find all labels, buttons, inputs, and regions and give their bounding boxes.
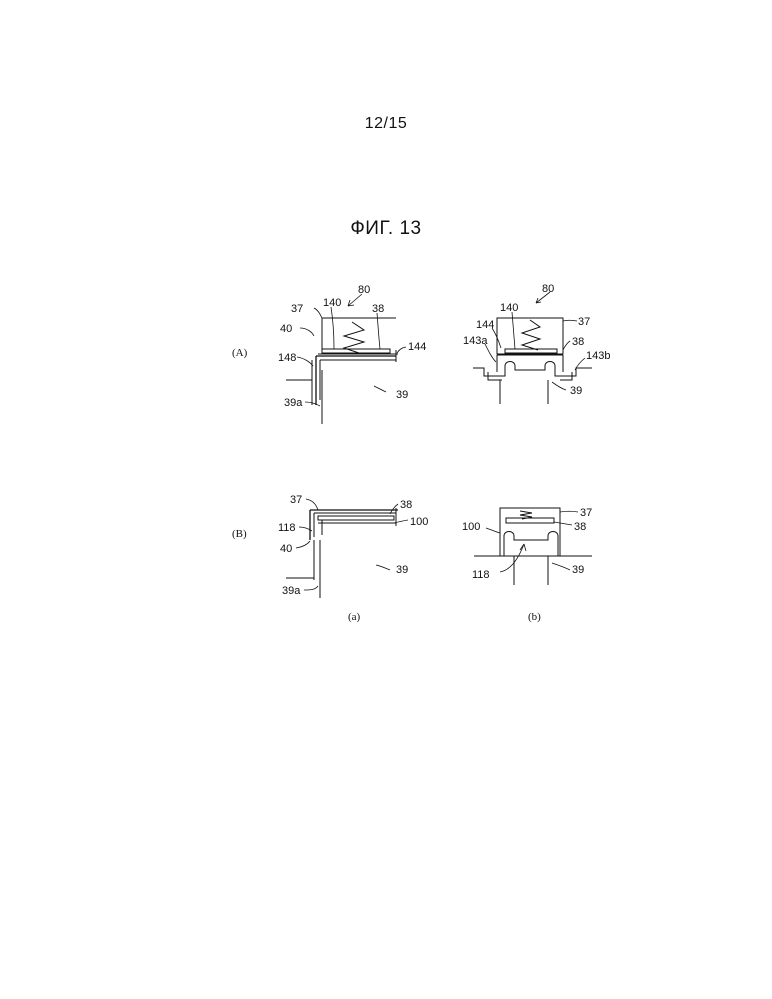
leader-39 (374, 386, 386, 392)
ref-148: 148 (278, 352, 296, 364)
view-a-right: 80 140 37 144 143a 38 143b 39 (463, 283, 610, 404)
view-b-left: 37 38 100 118 40 39 39a (278, 494, 428, 598)
ref-144: 144 (408, 341, 426, 353)
ref-37: 37 (580, 507, 592, 519)
leader-37 (314, 308, 322, 318)
row-label-a: (A) (232, 347, 248, 359)
cover-37 (310, 510, 398, 540)
cover-profile (473, 362, 592, 377)
spring (522, 320, 540, 350)
ref-37: 37 (578, 316, 590, 328)
leader-40 (296, 541, 310, 548)
leader-100 (486, 528, 500, 533)
leader-37 (563, 320, 577, 321)
leader-39 (376, 565, 390, 570)
cover-outer (316, 356, 396, 405)
leader-39a (304, 586, 318, 590)
cover-inner (320, 360, 396, 400)
ref-40: 40 (280, 543, 292, 555)
plate-118 (504, 532, 558, 557)
plate-38 (318, 516, 394, 520)
ref-143b: 143b (586, 350, 610, 362)
leader-148 (297, 357, 313, 366)
ref-38: 38 (574, 521, 586, 533)
leader-40 (300, 328, 314, 336)
cover-inner (314, 513, 396, 537)
row-label-b: (B) (232, 528, 247, 540)
ref-118: 118 (472, 569, 490, 581)
plate-140 (505, 349, 557, 353)
leader-39 (552, 563, 570, 570)
leader-38 (563, 341, 570, 350)
ref-39: 39 (396, 389, 408, 401)
ref-140: 140 (500, 302, 518, 314)
view-b-right: 37 100 38 118 39 (462, 507, 592, 585)
leader-37 (306, 499, 318, 510)
ref-80: 80 (542, 283, 554, 295)
ref-39a: 39a (284, 397, 303, 409)
ref-100: 100 (410, 516, 428, 528)
ref-38: 38 (572, 336, 584, 348)
ref-118: 118 (278, 522, 296, 534)
leader-38 (554, 522, 572, 525)
leader-140 (331, 307, 334, 349)
ref-39: 39 (572, 564, 584, 576)
ref-38: 38 (400, 499, 412, 511)
ref-39a: 39a (282, 585, 301, 597)
ref-140: 140 (323, 297, 341, 309)
ref-143a: 143a (463, 335, 488, 347)
plate-38 (506, 518, 554, 523)
subfig-label-a: (a) (348, 611, 361, 623)
ref-37: 37 (290, 494, 302, 506)
ref-37: 37 (291, 303, 303, 315)
ref-39: 39 (396, 564, 408, 576)
ref-38: 38 (372, 303, 384, 315)
ref-100: 100 (462, 521, 480, 533)
subfig-label-b: (b) (528, 611, 541, 623)
leader-144 (397, 347, 406, 353)
view-a-left: 80 37 140 38 40 144 148 39 39a (278, 284, 426, 424)
leader-37 (560, 511, 578, 512)
ref-80: 80 (358, 284, 370, 296)
ref-144: 144 (476, 319, 494, 331)
ref-40: 40 (280, 323, 292, 335)
ref-39: 39 (570, 385, 582, 397)
leader-39 (552, 382, 566, 390)
